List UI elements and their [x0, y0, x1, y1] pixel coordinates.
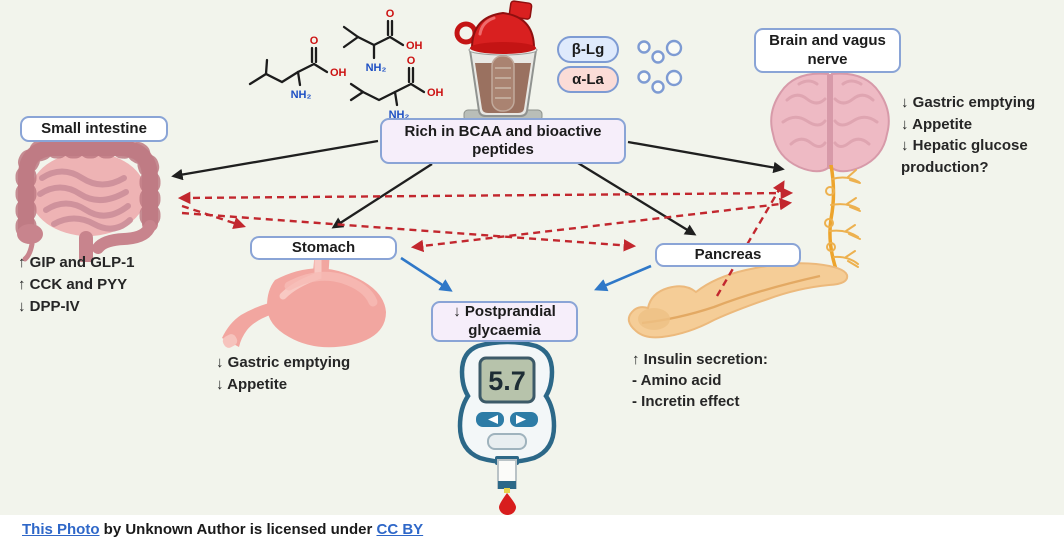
effect-line: ↓ Gastric emptying	[901, 94, 1036, 111]
effect-line: ↓ Appetite	[216, 376, 288, 393]
effect-line: ↑ GIP and GLP-1	[18, 254, 135, 271]
small-intestine-box: Small intestine	[20, 116, 168, 142]
alpha-la-label: α-La	[572, 71, 604, 88]
effect-line: ↓ Hepatic glucose production?	[901, 137, 1028, 176]
pancreas-effects: ↑ Insulin secretion: - Amino acid - Incr…	[632, 349, 768, 412]
photo-link[interactable]: This Photo	[22, 521, 100, 538]
effect-line: ↑ CCK and PYY	[18, 276, 128, 293]
pancreas-box: Pancreas	[655, 243, 801, 267]
postprandial-glycaemia-label: ↓ Postprandial glycaemia	[453, 303, 556, 339]
effect-line: ↓ Gastric emptying	[216, 354, 351, 371]
pancreas-label: Pancreas	[694, 245, 762, 263]
peptide-bubbles	[637, 69, 683, 94]
brain-vagus-label: Brain and vagus nerve	[769, 32, 886, 68]
arrow-shake-to-pancreas	[577, 162, 697, 236]
oxygen-label: O	[407, 55, 416, 67]
pancreas-illustration	[627, 262, 849, 339]
arrow-layer	[171, 139, 794, 297]
meter-reading: 5.7	[488, 366, 526, 396]
peptide-bubbles	[637, 39, 683, 64]
stomach-box: Stomach	[250, 236, 397, 260]
small-intestine-illustration	[15, 132, 161, 262]
effect-line: - Incretin effect	[632, 393, 740, 410]
dashed-arrow-intestine-vagus	[177, 186, 794, 205]
dashed-arrow-pancreas-vagus	[715, 180, 785, 297]
brain-vagus-box: Brain and vagus nerve	[754, 28, 901, 73]
stomach-effects: ↓ Gastric emptying ↓ Appetite	[216, 352, 350, 396]
effect-line: ↓ Appetite	[901, 115, 973, 133]
hydroxyl-label: OH	[427, 87, 444, 99]
arrow-stomach-to-glycaemia	[400, 256, 453, 292]
vagus-nerve-illustration	[824, 165, 861, 277]
molecule-valine: O OH NH₂	[342, 8, 423, 74]
caption-text: by Unknown Author is licensed under	[99, 521, 377, 538]
brain-illustration	[770, 72, 890, 173]
bcaa-peptides-label: Rich in BCAA and bioactive peptides	[404, 122, 602, 158]
attribution-caption: This Photo by Unknown Author is licensed…	[22, 521, 423, 538]
effect-line: ↓ DPP-IV	[18, 298, 80, 315]
beta-lg-label: β-Lg	[571, 41, 605, 58]
oxygen-label: O	[386, 8, 395, 20]
effect-line: ↑ Insulin secretion:	[632, 351, 768, 368]
amine-label: NH₂	[291, 89, 312, 101]
arrow-shake-to-intestine	[171, 139, 379, 181]
molecule-isoleucine: O OH NH₂	[248, 35, 347, 101]
bcaa-peptides-box: Rich in BCAA and bioactive peptides	[380, 118, 626, 164]
hydroxyl-label: OH	[406, 40, 423, 52]
dashed-arrow-stomach-vagus	[410, 197, 793, 253]
amine-label: NH₂	[366, 62, 387, 74]
small-intestine-label: Small intestine	[41, 119, 147, 137]
stomach-label: Stomach	[291, 238, 356, 256]
brain-effects: ↓ Gastric emptying ↓ Appetite ↓ Hepatic …	[901, 92, 1061, 178]
arrow-pancreas-to-glycaemia	[594, 264, 652, 292]
arrow-shake-to-stomach	[331, 163, 433, 229]
small-intestine-effects: ↑ GIP and GLP-1 ↑ CCK and PYY ↓ DPP-IV	[18, 252, 134, 318]
diagram-background: O OH NH₂ O OH NH₂ O OH NH₂	[0, 0, 1064, 515]
oxygen-label: O	[310, 35, 319, 47]
hydroxyl-label: OH	[330, 67, 347, 79]
beta-lactoglobulin-pill: β-Lg	[557, 36, 619, 63]
license-link[interactable]: CC BY	[376, 521, 424, 538]
postprandial-glycaemia-box: ↓ Postprandial glycaemia	[431, 301, 578, 342]
blood-drop-icon	[499, 493, 516, 515]
dashed-arrow-intestine-stomach	[181, 204, 246, 230]
glucose-meter-illustration: 5.7	[457, 339, 557, 515]
effect-line: - Amino acid	[632, 372, 722, 389]
arrow-shake-to-brain	[627, 140, 785, 174]
alpha-lactalbumin-pill: α-La	[557, 66, 619, 93]
